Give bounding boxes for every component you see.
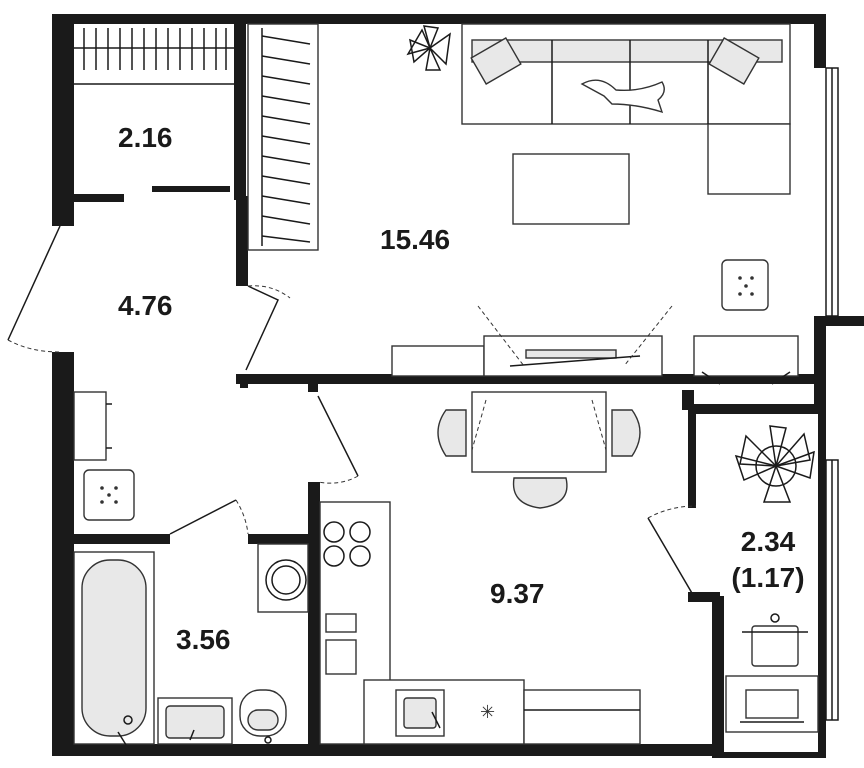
balcony-area: 2.34 [740,526,796,557]
bathtub [73,551,155,749]
room-area-kitchen: 9.37 [490,578,545,609]
hallway-box [83,469,135,521]
plant-icon [406,25,451,71]
sofa [461,23,791,195]
svg-text:✳: ✳ [480,702,495,722]
coffee-table [512,153,630,225]
closet-wardrobe [74,28,234,85]
balcony-plant-icon [734,425,815,503]
pot-icon [742,613,808,667]
speaker [721,259,769,311]
room-area-balcony: 2.34 (1.17) [722,524,814,596]
door-swings [7,225,697,601]
hallway-cabinet [73,391,112,461]
living-wardrobe [247,23,319,251]
interior-walls [74,24,820,744]
bathroom-sink [157,697,233,745]
tv-stand [391,305,799,385]
balcony-area-reduced: (1.17) [731,562,805,593]
outer-walls [52,14,864,758]
laptop-icon [725,675,819,733]
dining-table [437,391,641,509]
room-area-bathroom: 3.56 [176,624,231,655]
room-area-closet: 2.16 [118,122,173,153]
room-area-living-room: 15.46 [380,224,451,255]
washing-machine [257,543,309,613]
toilet [239,689,287,744]
kitchen-counter: ✳ [319,501,641,745]
room-area-hallway: 4.76 [118,290,173,321]
windows [825,67,839,721]
